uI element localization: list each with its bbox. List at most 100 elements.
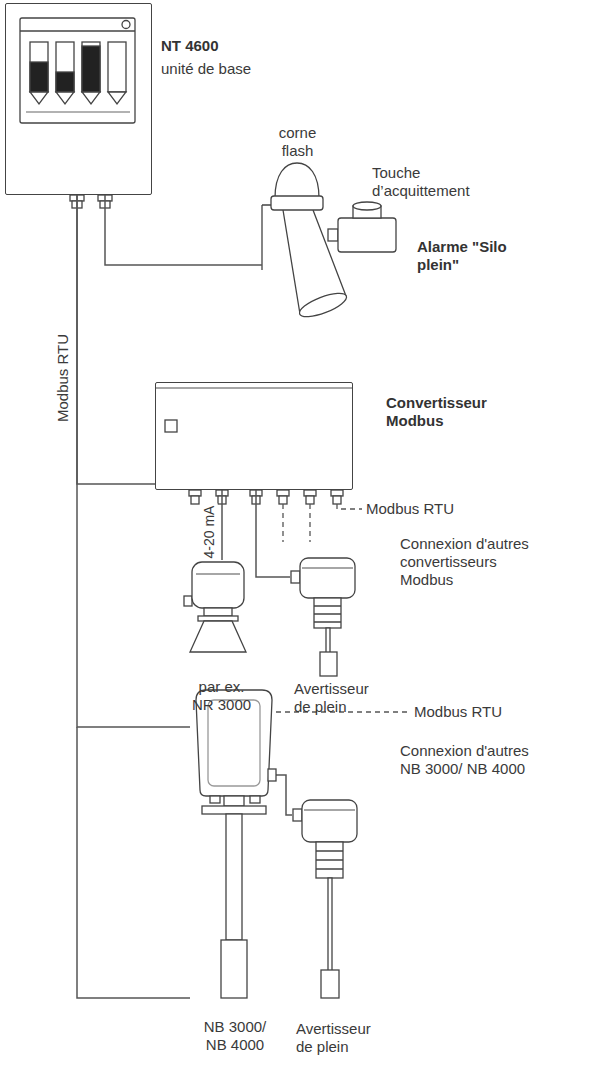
silo-cone <box>56 92 74 104</box>
silo-level <box>30 62 48 92</box>
silo-icon <box>56 42 74 92</box>
switch-neck <box>314 598 341 628</box>
node-title: Convertisseur Modbus <box>386 394 506 430</box>
wire-connector <box>77 195 190 727</box>
display-screen <box>20 18 135 123</box>
switch-housing <box>302 800 357 842</box>
wire-connector <box>221 490 223 560</box>
switch-thread <box>316 851 343 869</box>
cable-entry <box>291 571 300 583</box>
nb-art <box>196 690 276 998</box>
radar-art <box>184 562 246 652</box>
cable-entry <box>184 596 192 606</box>
note-label: Connexion d'autres convertisseurs Modbus <box>400 535 535 589</box>
cable-entry <box>293 809 302 821</box>
wire-connector <box>280 775 292 815</box>
silo-level <box>82 46 100 92</box>
node-subtitle: unité de base <box>161 60 281 78</box>
converter-lock <box>165 420 177 432</box>
node-subtitle: Alarme "Silo plein" <box>417 238 527 274</box>
node-title: Avertisseur de plein <box>296 1020 388 1056</box>
silo-icon <box>108 42 126 92</box>
node-title: corne flash <box>270 124 325 160</box>
horn-dome <box>275 163 319 198</box>
modbus-converter: Convertisseur Modbus <box>155 382 353 490</box>
base-unit-art <box>20 18 135 208</box>
bus-stub <box>337 504 362 509</box>
note-label: Connexion d'autres NB 3000/ NB 4000 <box>400 742 535 778</box>
silo-cone <box>30 92 48 104</box>
radar-lid <box>196 573 240 574</box>
radar-sensor: par ex. NR 3000 <box>185 560 250 718</box>
radar-head <box>192 562 244 608</box>
flash-horn: corne flash <box>262 120 352 320</box>
horn-body <box>271 196 323 210</box>
base-unit: NT 4600unité de base <box>5 3 152 195</box>
silo-level <box>56 72 74 92</box>
level-switch-art <box>291 558 355 676</box>
node-title: Avertisseur de plein <box>294 680 386 716</box>
cable-gland <box>333 496 341 504</box>
wire-connector <box>77 195 155 484</box>
screen-line <box>26 111 130 112</box>
silo-cone <box>82 92 100 104</box>
logo-mark <box>122 21 130 29</box>
wire-connector <box>105 195 262 265</box>
acknowledge-button: Touche d’acquittementAlarme "Silo plein" <box>326 160 536 285</box>
switch-paddle <box>320 652 337 676</box>
horn-mouth <box>297 289 349 322</box>
switch-housing <box>300 558 355 598</box>
screen-bar <box>20 30 135 31</box>
node-title: Touche d’acquittement <box>372 164 487 200</box>
silo-cone <box>108 92 126 104</box>
nb-probe: NB 3000/ NB 4000 <box>190 690 280 1058</box>
wire-connector <box>256 490 290 577</box>
converter-art <box>155 388 353 504</box>
cable-gland <box>250 796 260 803</box>
nb-neck <box>224 796 244 806</box>
button-art <box>328 202 396 252</box>
bus-label: Modbus RTU <box>414 703 544 721</box>
node-title: par ex. NR 3000 <box>189 678 254 714</box>
radar-neck <box>204 608 232 616</box>
converter-rim <box>155 387 353 388</box>
radar-flange <box>198 616 238 621</box>
nb-probe <box>221 940 247 998</box>
cable-gland <box>189 490 201 496</box>
level-switch: Avertisseur de plein <box>292 800 384 1060</box>
switch-lid <box>304 809 355 810</box>
bus-label: Modbus RTU <box>366 500 496 518</box>
switch-rod <box>328 878 332 972</box>
horn-art <box>262 163 349 321</box>
switch-paddle <box>321 970 339 998</box>
cable-gland <box>279 496 287 504</box>
signal-label: Modbus RTU <box>54 332 72 424</box>
cable-gland <box>304 490 316 496</box>
nb-rod <box>226 814 242 940</box>
switch-lid <box>302 567 353 568</box>
switch-rod <box>326 628 330 654</box>
node-title: NT 4600 <box>161 37 281 55</box>
cable-gland <box>191 496 199 504</box>
switch-neck <box>316 842 343 878</box>
cable-gland <box>306 496 314 504</box>
bus-stub <box>309 504 310 542</box>
cable-gland <box>277 490 289 496</box>
nb-flange <box>202 806 266 814</box>
button-gland <box>328 229 338 241</box>
button-housing <box>338 218 396 252</box>
bus-trunk <box>77 727 190 998</box>
signal-label: 4-20 mA <box>201 504 218 561</box>
horn-bracket <box>262 205 278 270</box>
radar-horn <box>190 621 246 652</box>
silo-icon <box>30 42 48 92</box>
silo-icon <box>82 42 100 92</box>
cable-gland <box>331 490 343 496</box>
node-title: NB 3000/ NB 4000 <box>195 1018 275 1054</box>
bus-stub <box>282 504 283 542</box>
button-cap <box>353 202 381 210</box>
level-switch-art <box>293 800 357 998</box>
level-switch: Avertisseur de plein <box>290 555 382 720</box>
cable-gland <box>268 769 276 781</box>
